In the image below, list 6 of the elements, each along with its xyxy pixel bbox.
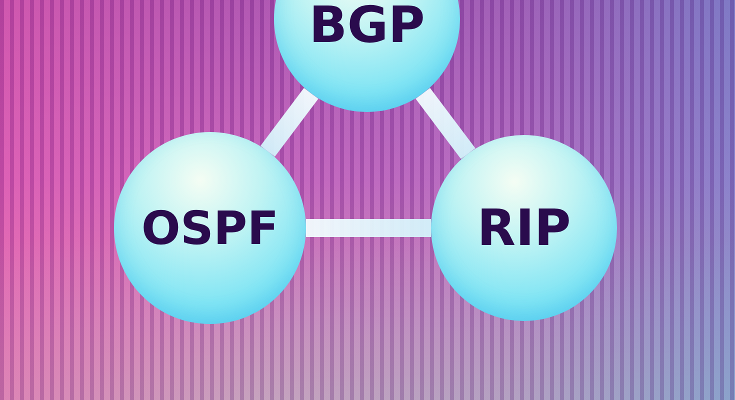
connector-line <box>416 88 476 160</box>
connector-line <box>260 88 318 157</box>
node-label: RIP <box>477 203 571 253</box>
node-label: BGP <box>309 0 425 50</box>
connector-line <box>306 219 431 237</box>
node-label: OSPF <box>141 205 279 251</box>
